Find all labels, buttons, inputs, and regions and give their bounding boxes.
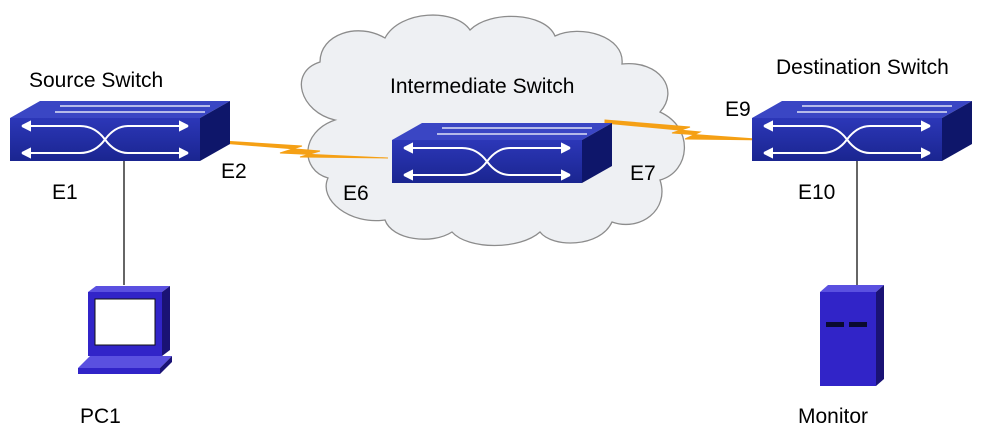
port-label-e10: E10 <box>798 181 836 204</box>
port-label-e7: E7 <box>630 162 656 185</box>
source-switch-label: Source Switch <box>29 69 164 92</box>
intermediate-switch-icon <box>392 123 612 183</box>
port-label-e6: E6 <box>343 182 369 205</box>
wan-link-lightning-left <box>221 140 389 159</box>
monitor-label: Monitor <box>798 405 869 428</box>
source-switch-icon <box>10 101 230 161</box>
port-label-e9: E9 <box>725 98 751 121</box>
pc-icon <box>78 286 172 374</box>
port-label-e2: E2 <box>221 160 247 183</box>
destination-switch-label: Destination Switch <box>776 56 949 79</box>
wan-link-lightning-right <box>604 119 771 141</box>
pc-label: PC1 <box>80 405 121 428</box>
port-label-e1: E1 <box>52 181 78 204</box>
monitor-server-icon <box>820 285 884 386</box>
destination-switch-icon <box>752 101 972 161</box>
intermediate-switch-label: Intermediate Switch <box>390 75 575 98</box>
